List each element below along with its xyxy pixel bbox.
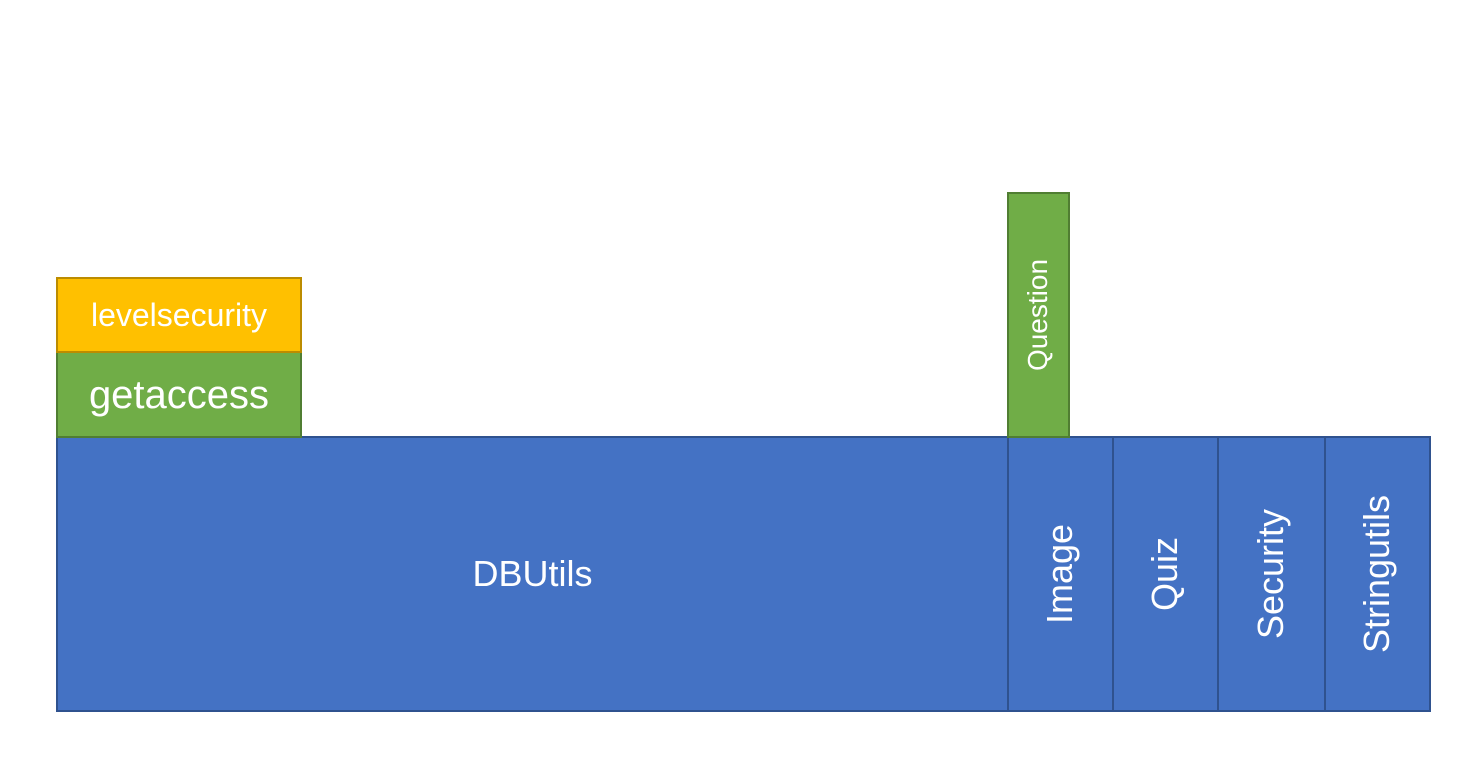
stringutils-label: Stringutils [1356,494,1398,654]
levelsecurity-block: levelsecurity [56,277,302,353]
image-label: Image [1039,523,1081,625]
dbutils-label: DBUtils [472,553,593,594]
getaccess-block: getaccess [56,351,302,438]
security-label: Security [1250,508,1292,640]
levelsecurity-label: levelsecurity [90,297,268,333]
question-block: Question [1007,192,1070,438]
quiz-label: Quiz [1144,536,1186,612]
question-label: Question [1022,258,1054,372]
stringutils-block: Stringutils [1324,436,1431,712]
security-block: Security [1217,436,1326,712]
image-block: Image [1007,436,1114,712]
dbutils-block: DBUtils [56,436,1009,712]
quiz-block: Quiz [1112,436,1219,712]
getaccess-label: getaccess [88,372,270,417]
